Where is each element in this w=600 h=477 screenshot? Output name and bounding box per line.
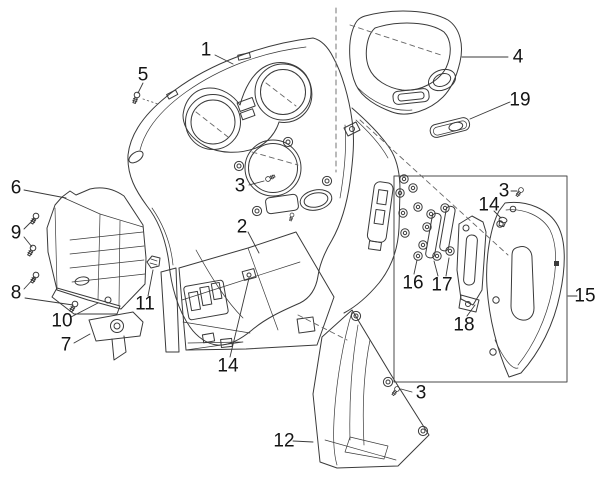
callout-11[interactable]: 11 <box>135 293 155 315</box>
screw-small-center <box>288 212 295 222</box>
leader-line-6 <box>23 189 67 199</box>
hardware-detail-box <box>393 175 568 383</box>
part-2-inner-shield <box>343 107 401 314</box>
callout-5[interactable]: 5 <box>137 64 149 86</box>
callout-19[interactable]: 19 <box>509 89 531 111</box>
leader-line-10 <box>70 302 99 318</box>
leader-line-3 <box>400 388 413 393</box>
callout-12[interactable]: 12 <box>273 430 295 452</box>
callout-3[interactable]: 3 <box>415 382 427 404</box>
leader-line-14 <box>229 277 250 358</box>
callout-17[interactable]: 17 <box>431 274 453 296</box>
part-4-instrument-bezel <box>349 10 462 115</box>
callout-9[interactable]: 9 <box>10 222 22 244</box>
leader-line-9 <box>23 236 33 248</box>
callout-15[interactable]: 15 <box>574 285 596 307</box>
screw-3-right <box>514 186 525 198</box>
leader-line-12 <box>292 440 314 443</box>
screw-5 <box>130 90 142 105</box>
callout-14[interactable]: 14 <box>217 355 239 377</box>
callout-3[interactable]: 3 <box>498 180 510 202</box>
callout-18[interactable]: 18 <box>453 314 475 336</box>
part-inner-glovebox <box>160 231 335 353</box>
screw-3-center <box>264 173 276 183</box>
callout-8[interactable]: 8 <box>10 282 22 304</box>
leader-line-18 <box>466 304 476 317</box>
callout-6[interactable]: 6 <box>10 177 22 199</box>
leader-line-8 <box>23 276 36 290</box>
leader-line-11 <box>147 269 154 297</box>
part-16-grommets <box>395 174 432 261</box>
part-11-clip <box>146 255 161 269</box>
leader-line-14 <box>493 210 502 219</box>
part-19-cover <box>429 117 471 138</box>
part-7-bracket <box>88 311 144 361</box>
callout-16[interactable]: 16 <box>402 272 424 294</box>
screw-3-bottom <box>390 385 401 397</box>
leader-line-7 <box>73 333 91 344</box>
leader-line-8 <box>24 297 74 306</box>
callout-4[interactable]: 4 <box>512 46 524 68</box>
leader-line-5 <box>137 82 144 94</box>
leader-line-2 <box>247 231 260 254</box>
screw-9a <box>28 211 41 226</box>
leader-line-3 <box>248 180 265 186</box>
part-1-front-shield <box>127 37 394 349</box>
part-15-pillar-trim <box>486 201 565 378</box>
callout-2[interactable]: 2 <box>236 216 248 238</box>
leader-lines <box>23 54 578 443</box>
leader-line-1 <box>214 54 234 65</box>
leader-line-19 <box>469 101 511 120</box>
detail-marker <box>554 261 559 266</box>
callout-14[interactable]: 14 <box>478 194 500 216</box>
callout-7[interactable]: 7 <box>60 334 72 356</box>
leader-line-17 <box>445 257 450 277</box>
leader-line-16 <box>413 259 418 275</box>
part-17-pads <box>425 203 456 261</box>
callout-1[interactable]: 1 <box>200 39 212 61</box>
callout-3[interactable]: 3 <box>234 175 246 197</box>
leader-line-17 <box>433 260 439 277</box>
part-6-battery-box <box>46 187 147 315</box>
projection-lines <box>142 7 509 341</box>
leader-line-9 <box>23 218 35 230</box>
callout-10[interactable]: 10 <box>51 310 73 332</box>
part-12-lower-panel <box>312 309 430 469</box>
part-18-bracket <box>456 215 487 313</box>
